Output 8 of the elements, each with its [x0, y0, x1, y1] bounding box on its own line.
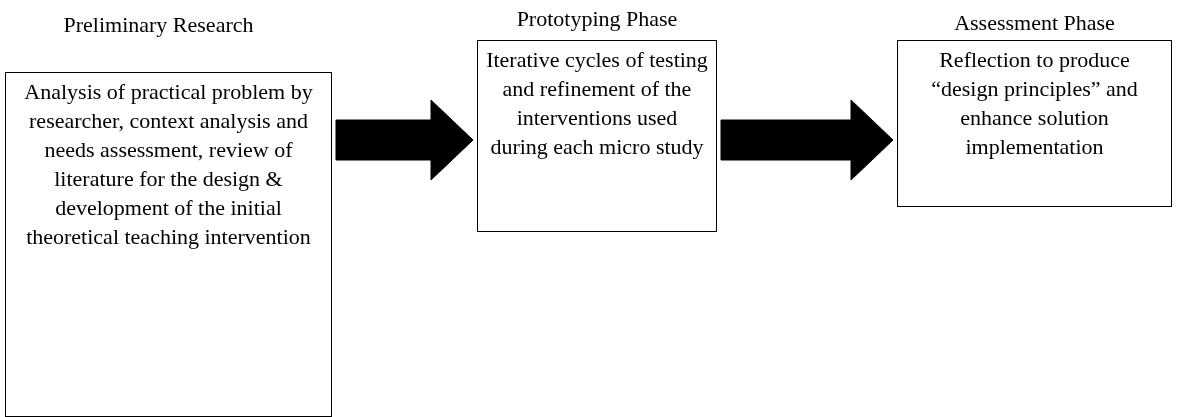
box-text: Iterative cycles of testing and refinement of the interventions used during each micro study [486, 46, 708, 161]
phase-heading: Assessment Phase [954, 9, 1115, 37]
phase-heading: Preliminary Research [63, 11, 254, 39]
box-text: Reflection to produce “design principles” and enhance solution implementation [930, 46, 1139, 161]
block-arrow [335, 99, 474, 181]
phase-heading: Prototyping Phase [516, 5, 678, 33]
box-text: Analysis of practical problem by researcher, context analysis and needs assessment, review of literature for the design & development of the initial theoretical teaching intervention [23, 78, 314, 251]
block-arrow [720, 99, 894, 181]
